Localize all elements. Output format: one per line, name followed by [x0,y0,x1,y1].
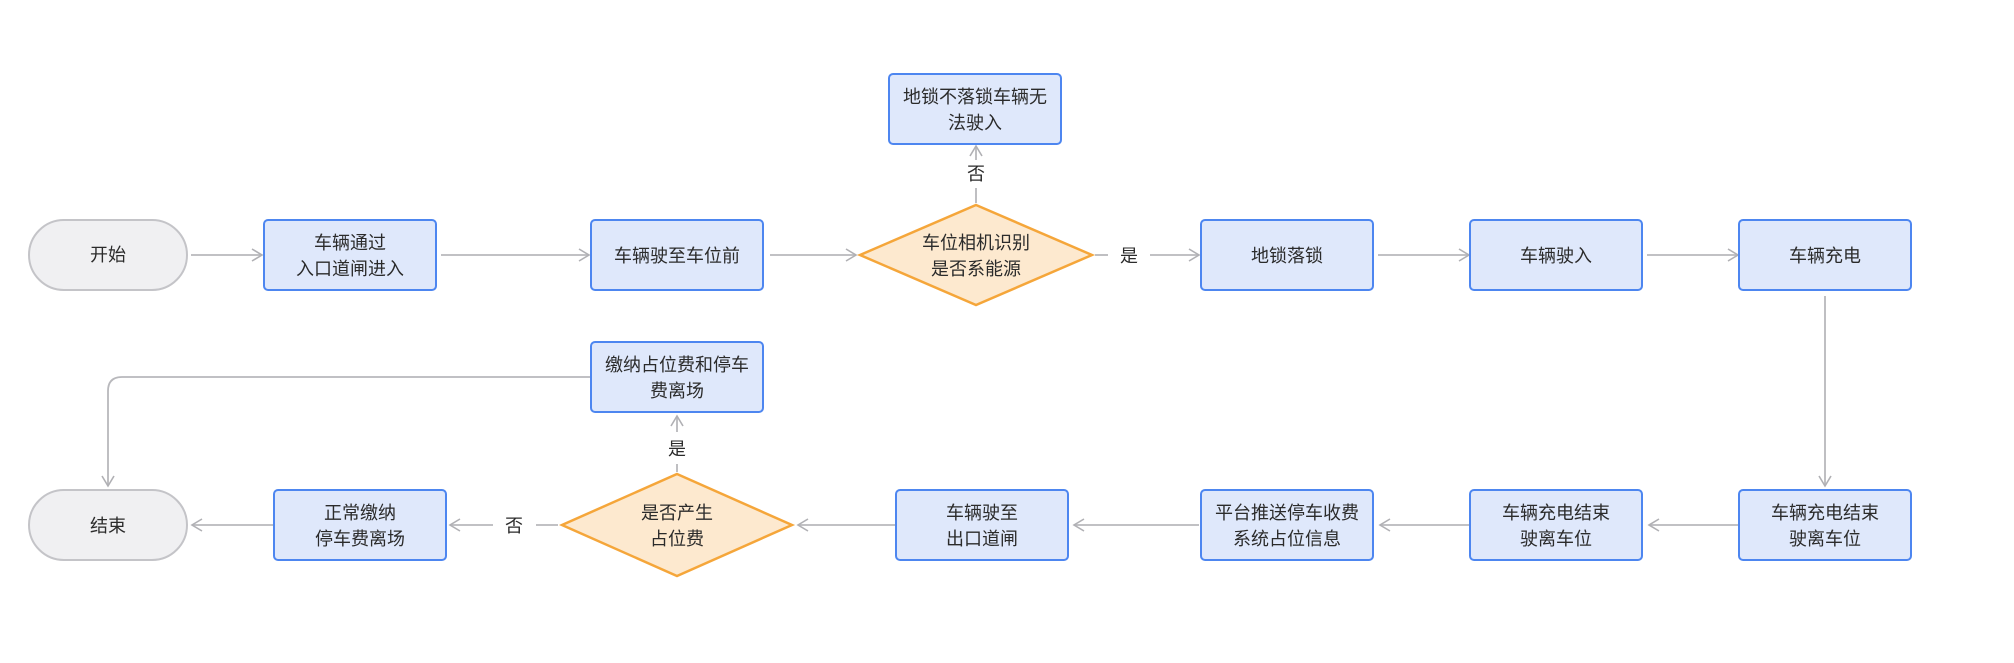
pay-occupy-fee-box [590,341,764,413]
normal-pay-box [273,489,447,561]
drive-in-node: 车辆驶入 [1469,219,1643,291]
push-info-box [1200,489,1374,561]
charge-done-right-box [1738,489,1912,561]
drive-to-spot-box [590,219,764,291]
camera-check-label-line1: 车位相机识别 [922,233,1030,254]
normal-pay-label-line2: 停车费离场 [315,529,405,550]
start-label: 开始 [90,245,126,266]
to-exit-node: 车辆驶至 出口道闸 [895,489,1069,561]
charge-done-left-node: 车辆充电结束 驶离车位 [1469,489,1643,561]
enter-gate-label-line1: 车辆通过 [314,233,386,254]
camera-check-decision: 车位相机识别 是否系能源 [856,203,1096,307]
lock-no-drop-node: 地锁不落锁车辆无 法驶入 [888,73,1062,145]
lock-drop-label: 地锁落锁 [1251,246,1323,267]
charge-done-right-label-line1: 车辆充电结束 [1771,503,1879,524]
edges [101,144,1832,532]
end-node: 结束 [28,489,188,561]
normal-pay-label-line1: 正常缴纳 [324,503,396,524]
charge-done-left-label-line1: 车辆充电结束 [1502,503,1610,524]
camera-check-label-line2: 是否系能源 [931,259,1021,280]
pay-occupy-fee-label-line1: 缴纳占位费和停车 [605,355,749,376]
occupy-fee-label-line1: 是否产生 [641,503,713,524]
occupy-fee-no-label: 否 [505,516,523,537]
camera-check-diamond [856,203,1096,307]
push-info-label-line2: 系统占位信息 [1233,529,1341,550]
enter-gate-label-line2: 入口道闸进入 [296,259,404,280]
pay-occupy-fee-label-line2: 费离场 [650,381,704,402]
charge-done-right-node: 车辆充电结束 驶离车位 [1738,489,1912,561]
charge-done-right-label-line2: 驶离车位 [1789,529,1861,550]
drive-to-spot-node: 车辆驶至车位前 [590,219,764,291]
camera-yes-label: 是 [1120,246,1138,267]
drive-in-label: 车辆驶入 [1520,246,1592,267]
normal-pay-node: 正常缴纳 停车费离场 [273,489,447,561]
push-info-node: 平台推送停车收费 系统占位信息 [1200,489,1374,561]
charging-label: 车辆充电 [1789,246,1861,267]
to-exit-box [895,489,1069,561]
lock-drop-box [1200,219,1374,291]
enter-gate-box [263,219,437,291]
camera-no-label: 否 [967,164,985,185]
occupy-fee-yes-label: 是 [668,439,686,460]
end-label: 结束 [90,516,126,537]
charging-box [1738,219,1912,291]
occupy-fee-label-line2: 占位费 [650,529,704,550]
pay-occupy-fee-node: 缴纳占位费和停车 费离场 [590,341,764,413]
lock-no-drop-box [888,73,1062,145]
occupy-fee-diamond [558,472,796,578]
edge-pay-occupy-to-end [101,376,590,488]
lock-drop-node: 地锁落锁 [1200,219,1374,291]
lock-no-drop-label-line1: 地锁不落锁车辆无 [903,87,1047,108]
to-exit-label-line2: 出口道闸 [946,529,1018,550]
end-terminal-shape [28,489,188,561]
charging-node: 车辆充电 [1738,219,1912,291]
enter-gate-node: 车辆通过 入口道闸进入 [263,219,437,291]
drive-in-box [1469,219,1643,291]
start-node: 开始 [28,219,188,291]
drive-to-spot-label: 车辆驶至车位前 [614,246,740,267]
charge-done-left-label-line2: 驶离车位 [1520,529,1592,550]
charge-done-left-box [1469,489,1643,561]
start-terminal-shape [28,219,188,291]
lock-no-drop-label-line2: 法驶入 [948,113,1002,134]
to-exit-label-line1: 车辆驶至 [946,503,1018,524]
push-info-label-line1: 平台推送停车收费 [1215,503,1359,524]
occupy-fee-decision: 是否产生 占位费 [558,472,796,578]
